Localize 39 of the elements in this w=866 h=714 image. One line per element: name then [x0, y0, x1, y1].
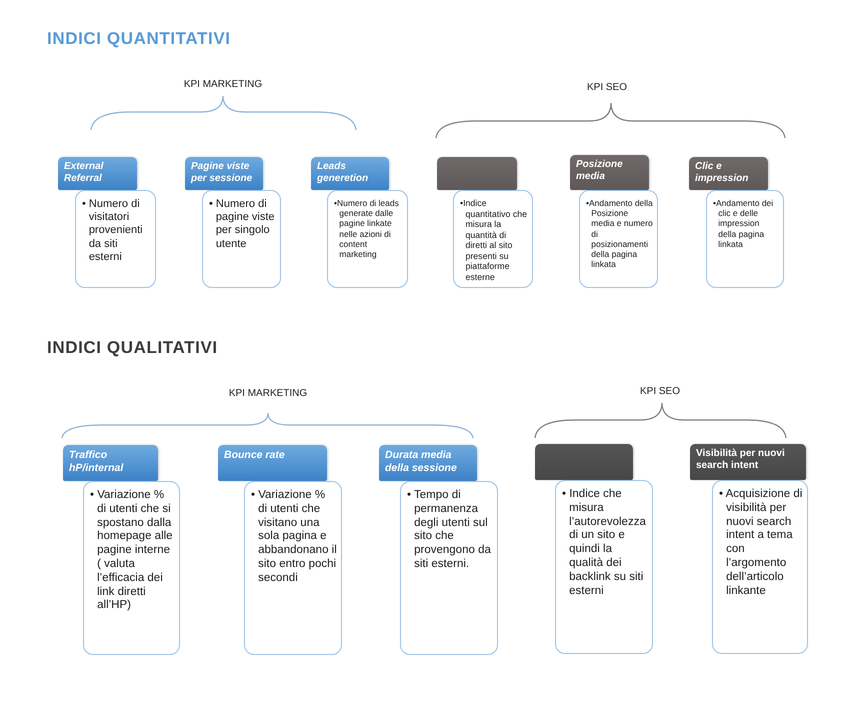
- kpi-header-tab: Traffico hP/internal: [63, 445, 158, 481]
- kpi-description-card: [555, 480, 653, 654]
- kpi-description: •Andamento della Posizione media e numero di posizionamenti della pagina linkata: [586, 198, 653, 270]
- kpi-header-tab: Posizione media: [570, 155, 649, 190]
- kpi-description-card: [244, 481, 342, 655]
- kpi-header-tab: Leads generetion: [311, 157, 389, 190]
- kpi-header-tab: Durata media della sessione: [379, 445, 477, 481]
- kpi-description: •Indice quantitativo che misura la quantità di diretti al sito presenti su piattaforme esterne: [460, 198, 528, 282]
- kpi-header-tab: [535, 444, 633, 480]
- kpi-header-tab: [437, 157, 517, 190]
- kpi-description: • Acquisizione di visibilità per nuovi search intent a tema con l’argomento dell’articolo linkante: [719, 488, 803, 598]
- kpi-description-card: [706, 190, 784, 288]
- kpi-description: •Andamento dei clic e delle impression della pagina linkata: [713, 198, 774, 249]
- section-title: INDICI QUANTITATIVI: [47, 29, 231, 49]
- group-label: KPI MARKETING: [184, 79, 262, 90]
- kpi-header-tab: Visibilità per nuovi search intent: [690, 444, 806, 480]
- kpi-description-card: [579, 190, 658, 288]
- group-label: KPI MARKETING: [228, 388, 308, 399]
- kpi-header-tab: External Referral: [58, 157, 137, 190]
- kpi-description: • Variazione % di utenti che si spostano dalla homepage alle pagine interne ( valuta l’efficacia dei link diretti all’HP): [90, 489, 174, 614]
- kpi-description-card: [712, 480, 808, 654]
- kpi-description-card: [400, 481, 498, 655]
- kpi-header-tab: Bounce rate: [218, 445, 327, 481]
- kpi-description-card: [453, 190, 533, 288]
- kpi-description: • Numero di pagine viste per singolo utente: [209, 198, 276, 251]
- kpi-description: • Indice che misura l’autorevolezza di un sito e quindi la qualità dei backlink su siti esterni: [562, 488, 647, 598]
- kpi-description: • Variazione % di utenti che visitano una sola pagina e abbandonano il sito entro pochi secondi: [251, 489, 337, 586]
- section-title: INDICI QUALITATIVI: [47, 338, 218, 358]
- kpi-description-card: [202, 190, 281, 288]
- kpi-header-tab: Pagine viste per sessione: [185, 157, 263, 190]
- kpi-description: • Numero di visitatori provenienti da siti esterni: [82, 198, 144, 264]
- kpi-description-card: [327, 190, 408, 288]
- group-label: KPI SEO: [587, 82, 627, 93]
- group-label: KPI SEO: [640, 386, 680, 397]
- kpi-description: •Numero di leads generate dalle pagine linkate nelle azioni di content marketing: [334, 198, 400, 260]
- kpi-description: • Tempo di permanenza degli utenti sul sito che provengono da siti esterni.: [407, 489, 492, 572]
- kpi-header-tab: Clic e impression: [689, 157, 768, 190]
- kpi-description-card: [75, 190, 156, 288]
- kpi-description-card: [83, 481, 180, 655]
